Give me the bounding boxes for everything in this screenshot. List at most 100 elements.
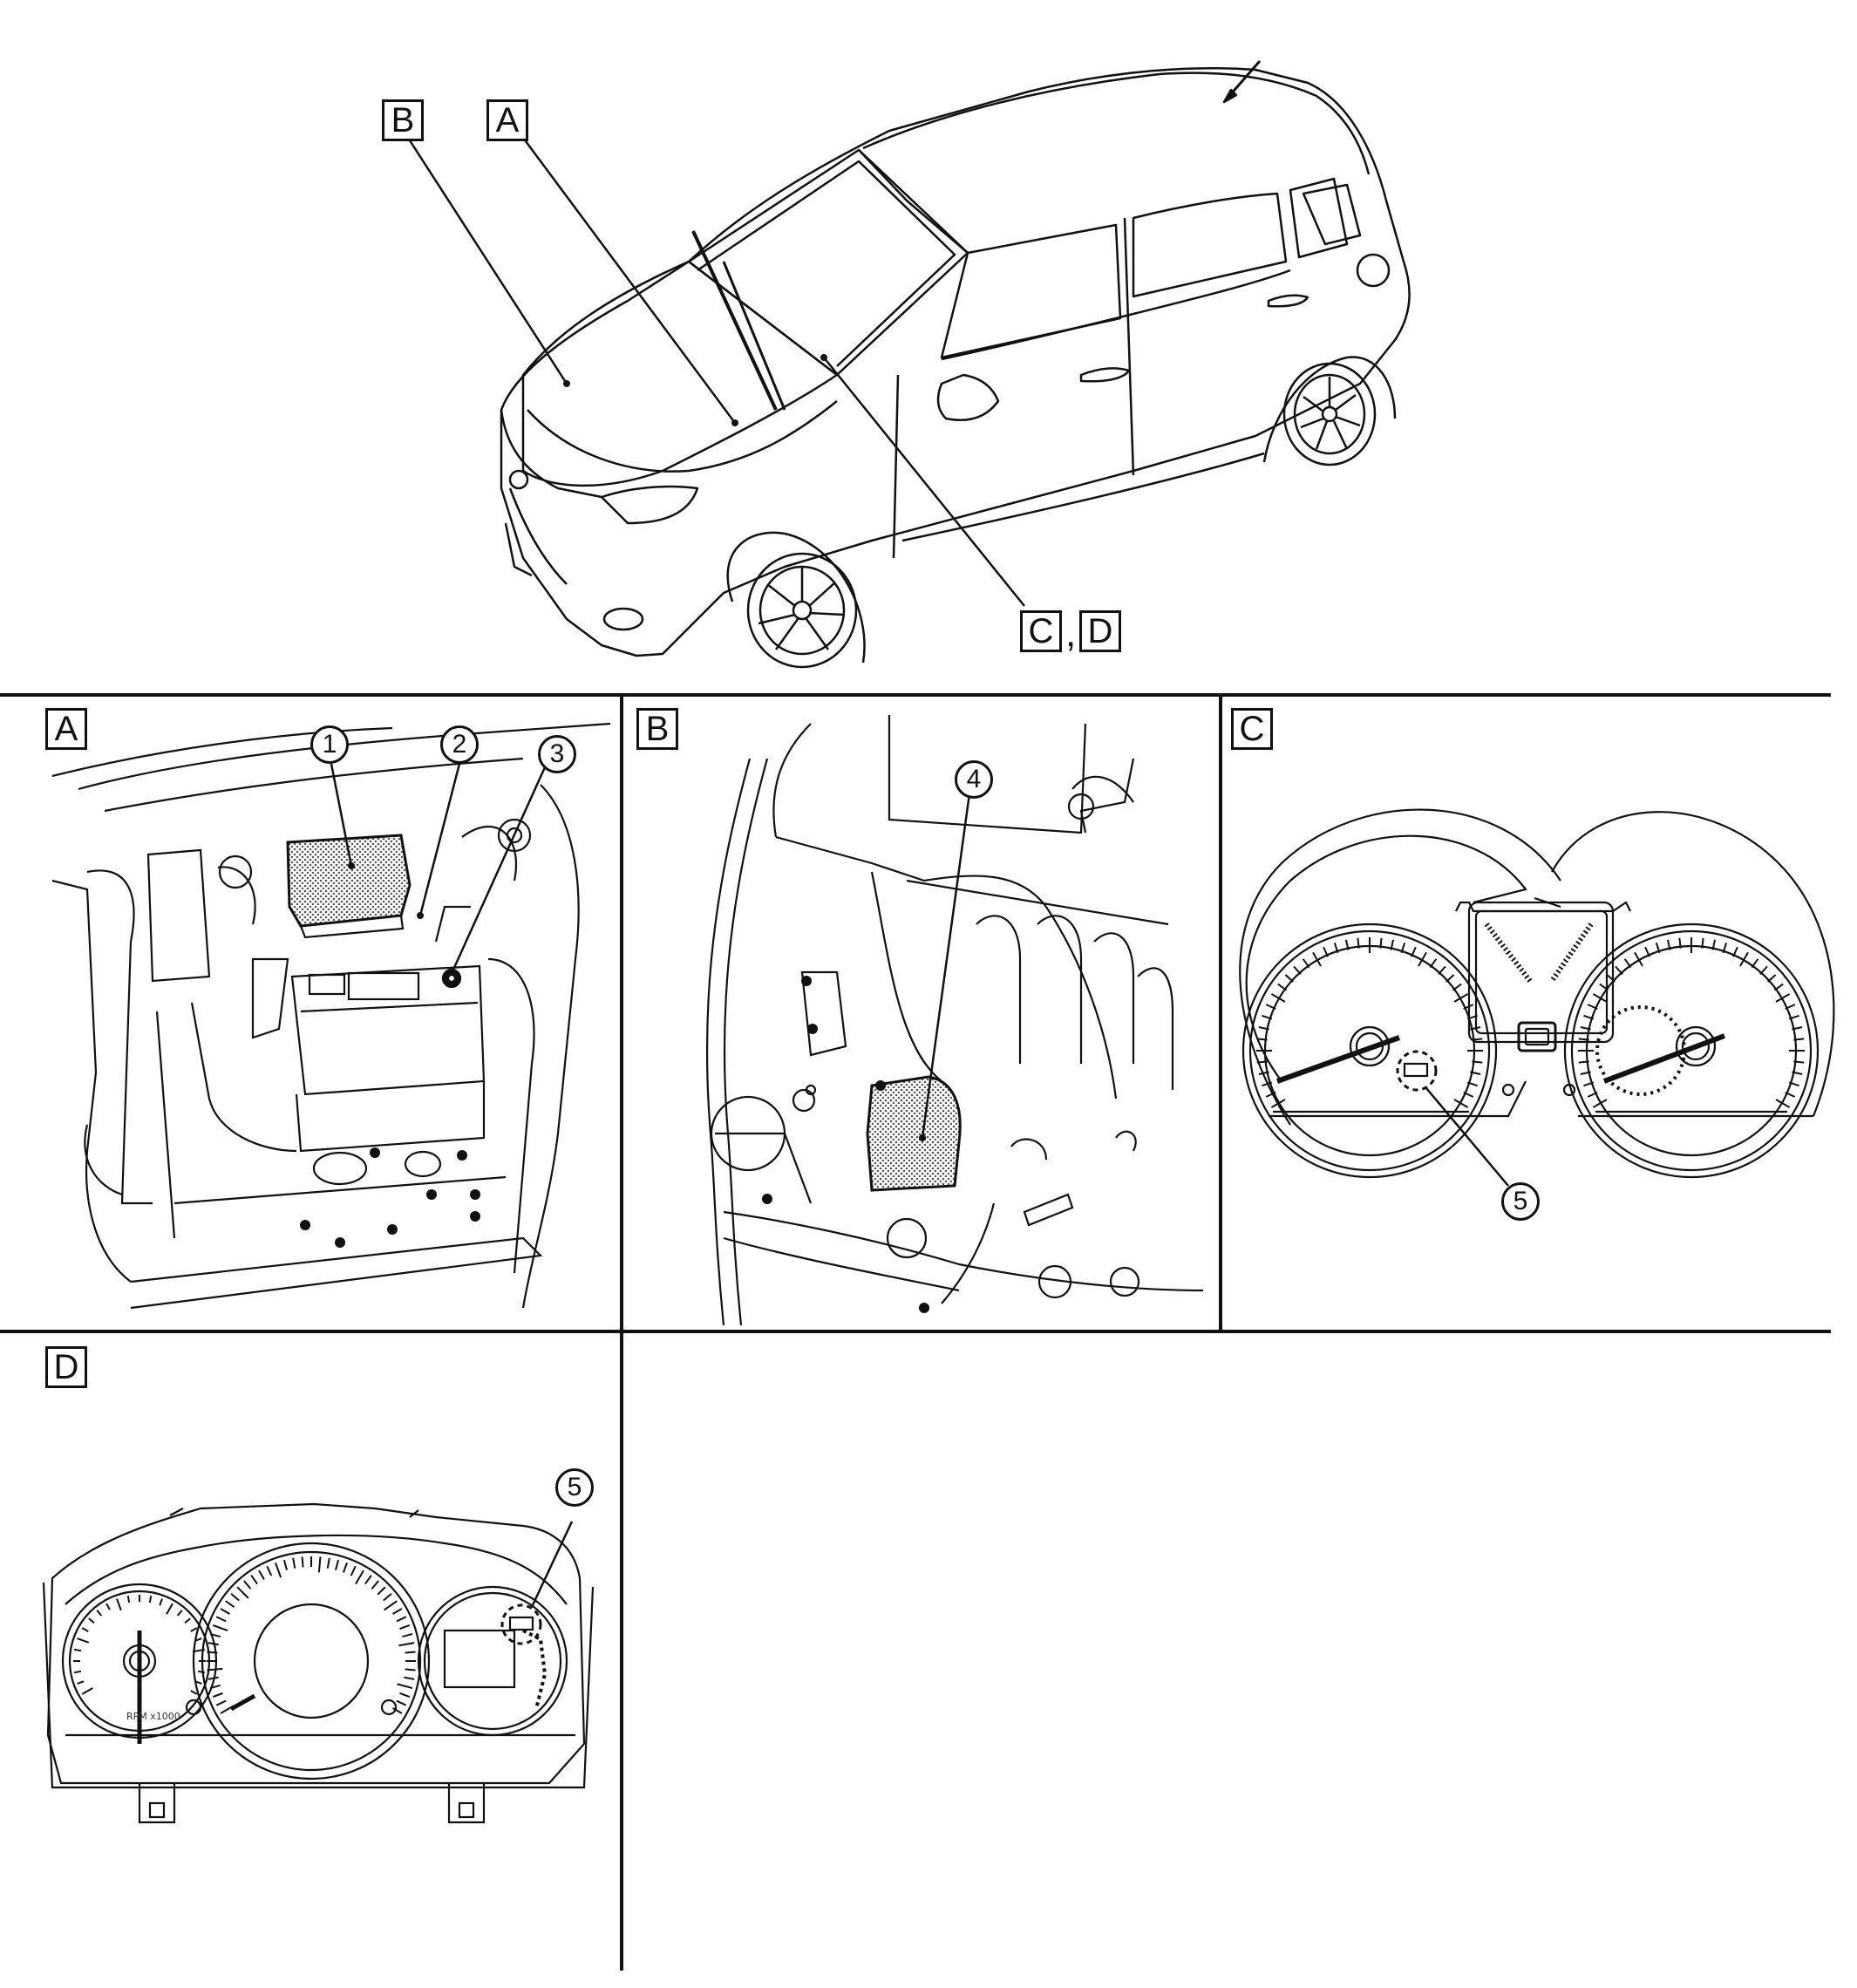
overview-leaders <box>406 137 1025 607</box>
gauge-tick <box>1759 965 1768 975</box>
gauge-tick <box>1578 1038 1589 1041</box>
gauge-tick <box>126 1595 131 1603</box>
gauge-tick <box>1666 939 1671 950</box>
gauge-tick <box>184 1617 191 1624</box>
gauge-tick <box>81 1687 93 1695</box>
gauge-tick <box>1411 946 1417 957</box>
panel-a-artwork <box>51 722 611 1310</box>
gauge-tick <box>399 1692 411 1698</box>
gauge-tick <box>1578 1060 1589 1064</box>
view-label-c: C <box>1020 610 1062 652</box>
panel-d-leaders <box>530 1521 574 1608</box>
gauge-tick <box>1452 983 1462 991</box>
gauge-tick <box>1466 1081 1478 1087</box>
gauge-tick <box>236 1586 249 1599</box>
label-separator: , <box>1065 612 1077 655</box>
gauge-tick <box>1592 1099 1608 1108</box>
gauge-tick <box>1775 1099 1791 1108</box>
gauge-tick <box>1751 958 1759 969</box>
gauge-tick <box>383 1600 398 1611</box>
gauge-tick <box>194 1637 202 1642</box>
gauge-tick <box>159 1598 163 1606</box>
gauge-tick <box>148 1595 153 1603</box>
gauge-tick <box>1793 1060 1805 1064</box>
gauge-tick <box>1644 946 1650 957</box>
gauge-tick <box>258 1569 265 1580</box>
panel-c-meter <box>1239 808 1835 1179</box>
gauge-tick <box>1623 958 1632 969</box>
gauge-tick <box>1418 951 1427 967</box>
gauge-tick <box>1655 943 1661 954</box>
gauge-tick <box>282 1559 289 1570</box>
gauge-tick <box>1739 951 1749 967</box>
gauge-tick <box>1258 1025 1269 1031</box>
gauge-tick <box>1785 1004 1796 1010</box>
gauge-tick <box>398 1642 415 1647</box>
gauge-tick <box>212 1624 228 1632</box>
view-label-b: B <box>382 99 424 141</box>
gauge-tick <box>1265 1092 1276 1098</box>
gauge-tick <box>334 1559 340 1570</box>
panel-a-bolts <box>300 1147 480 1248</box>
gauge-tick <box>371 1580 379 1590</box>
gauge-tick <box>1429 958 1438 969</box>
gauge-tick <box>176 1610 183 1617</box>
callout-2: 2 <box>440 725 479 764</box>
gauge-tick <box>396 1699 407 1706</box>
rpm-gauge-text: RPM x1000 <box>126 1711 180 1722</box>
gauge-tick <box>350 1565 357 1576</box>
gauge-tick <box>197 1670 206 1674</box>
gauge-tick <box>1453 1099 1469 1108</box>
gauge-tick <box>1615 965 1623 975</box>
panel-grid <box>0 693 1831 1971</box>
gauge-tick <box>1262 1081 1273 1087</box>
gauge-tick <box>73 1648 82 1652</box>
gauge-tick <box>364 1575 372 1585</box>
gauge-tick <box>215 1616 227 1623</box>
panel-b-bolts <box>762 976 929 1313</box>
gauge-tick <box>402 1632 413 1638</box>
gauge-tick <box>209 1684 221 1690</box>
gauge-tick <box>105 1603 111 1610</box>
gauge-tick <box>1767 974 1777 983</box>
gauge-tick <box>266 1565 273 1576</box>
panel-d-label: D <box>45 1346 87 1388</box>
gauge-tick <box>243 1580 252 1590</box>
gauge-tick <box>192 1648 206 1653</box>
gauge-tick <box>116 1598 122 1611</box>
gauge-tick <box>250 1575 258 1585</box>
gauge-tick <box>1785 1092 1796 1098</box>
gauge-tick <box>1472 1060 1483 1064</box>
callout-5-panel-c: 5 <box>1501 1182 1540 1221</box>
gauge-tick <box>1470 1071 1481 1076</box>
gauge-tick <box>1472 1038 1483 1041</box>
panel-c-leaders <box>1425 1087 1509 1187</box>
gauge-tick <box>212 1692 223 1698</box>
gauge-tick <box>326 1557 330 1569</box>
gauge-tick <box>207 1651 218 1654</box>
gauge-tick <box>88 1617 95 1624</box>
gauge-tick <box>1580 1025 1591 1031</box>
panel-c-label: C <box>1231 708 1273 750</box>
gauge-tick <box>1775 993 1791 1003</box>
gauge-tick <box>392 1707 403 1714</box>
overview-leader-dots <box>563 354 827 426</box>
gauge-tick <box>1277 983 1288 991</box>
gauge-tick <box>1323 946 1329 957</box>
gauge-tick <box>1400 943 1406 954</box>
gauge-tick <box>77 1680 85 1685</box>
gauge-tick <box>1466 1014 1478 1020</box>
gauge-tick <box>1580 1071 1591 1076</box>
gauge-tick <box>1711 939 1717 950</box>
gauge-tick <box>1701 937 1704 949</box>
gauge-tick <box>1634 951 1643 967</box>
gauge-tick <box>1312 951 1322 967</box>
gauge-tick <box>1270 1099 1286 1108</box>
gauge-tick <box>292 1557 296 1569</box>
gauge-tick <box>1678 937 1682 949</box>
gauge-tick <box>81 1627 89 1632</box>
gauge-tick <box>399 1624 411 1631</box>
gauge-tick <box>166 1603 173 1615</box>
gauge-tick <box>207 1676 219 1680</box>
gauge-tick <box>96 1610 103 1617</box>
